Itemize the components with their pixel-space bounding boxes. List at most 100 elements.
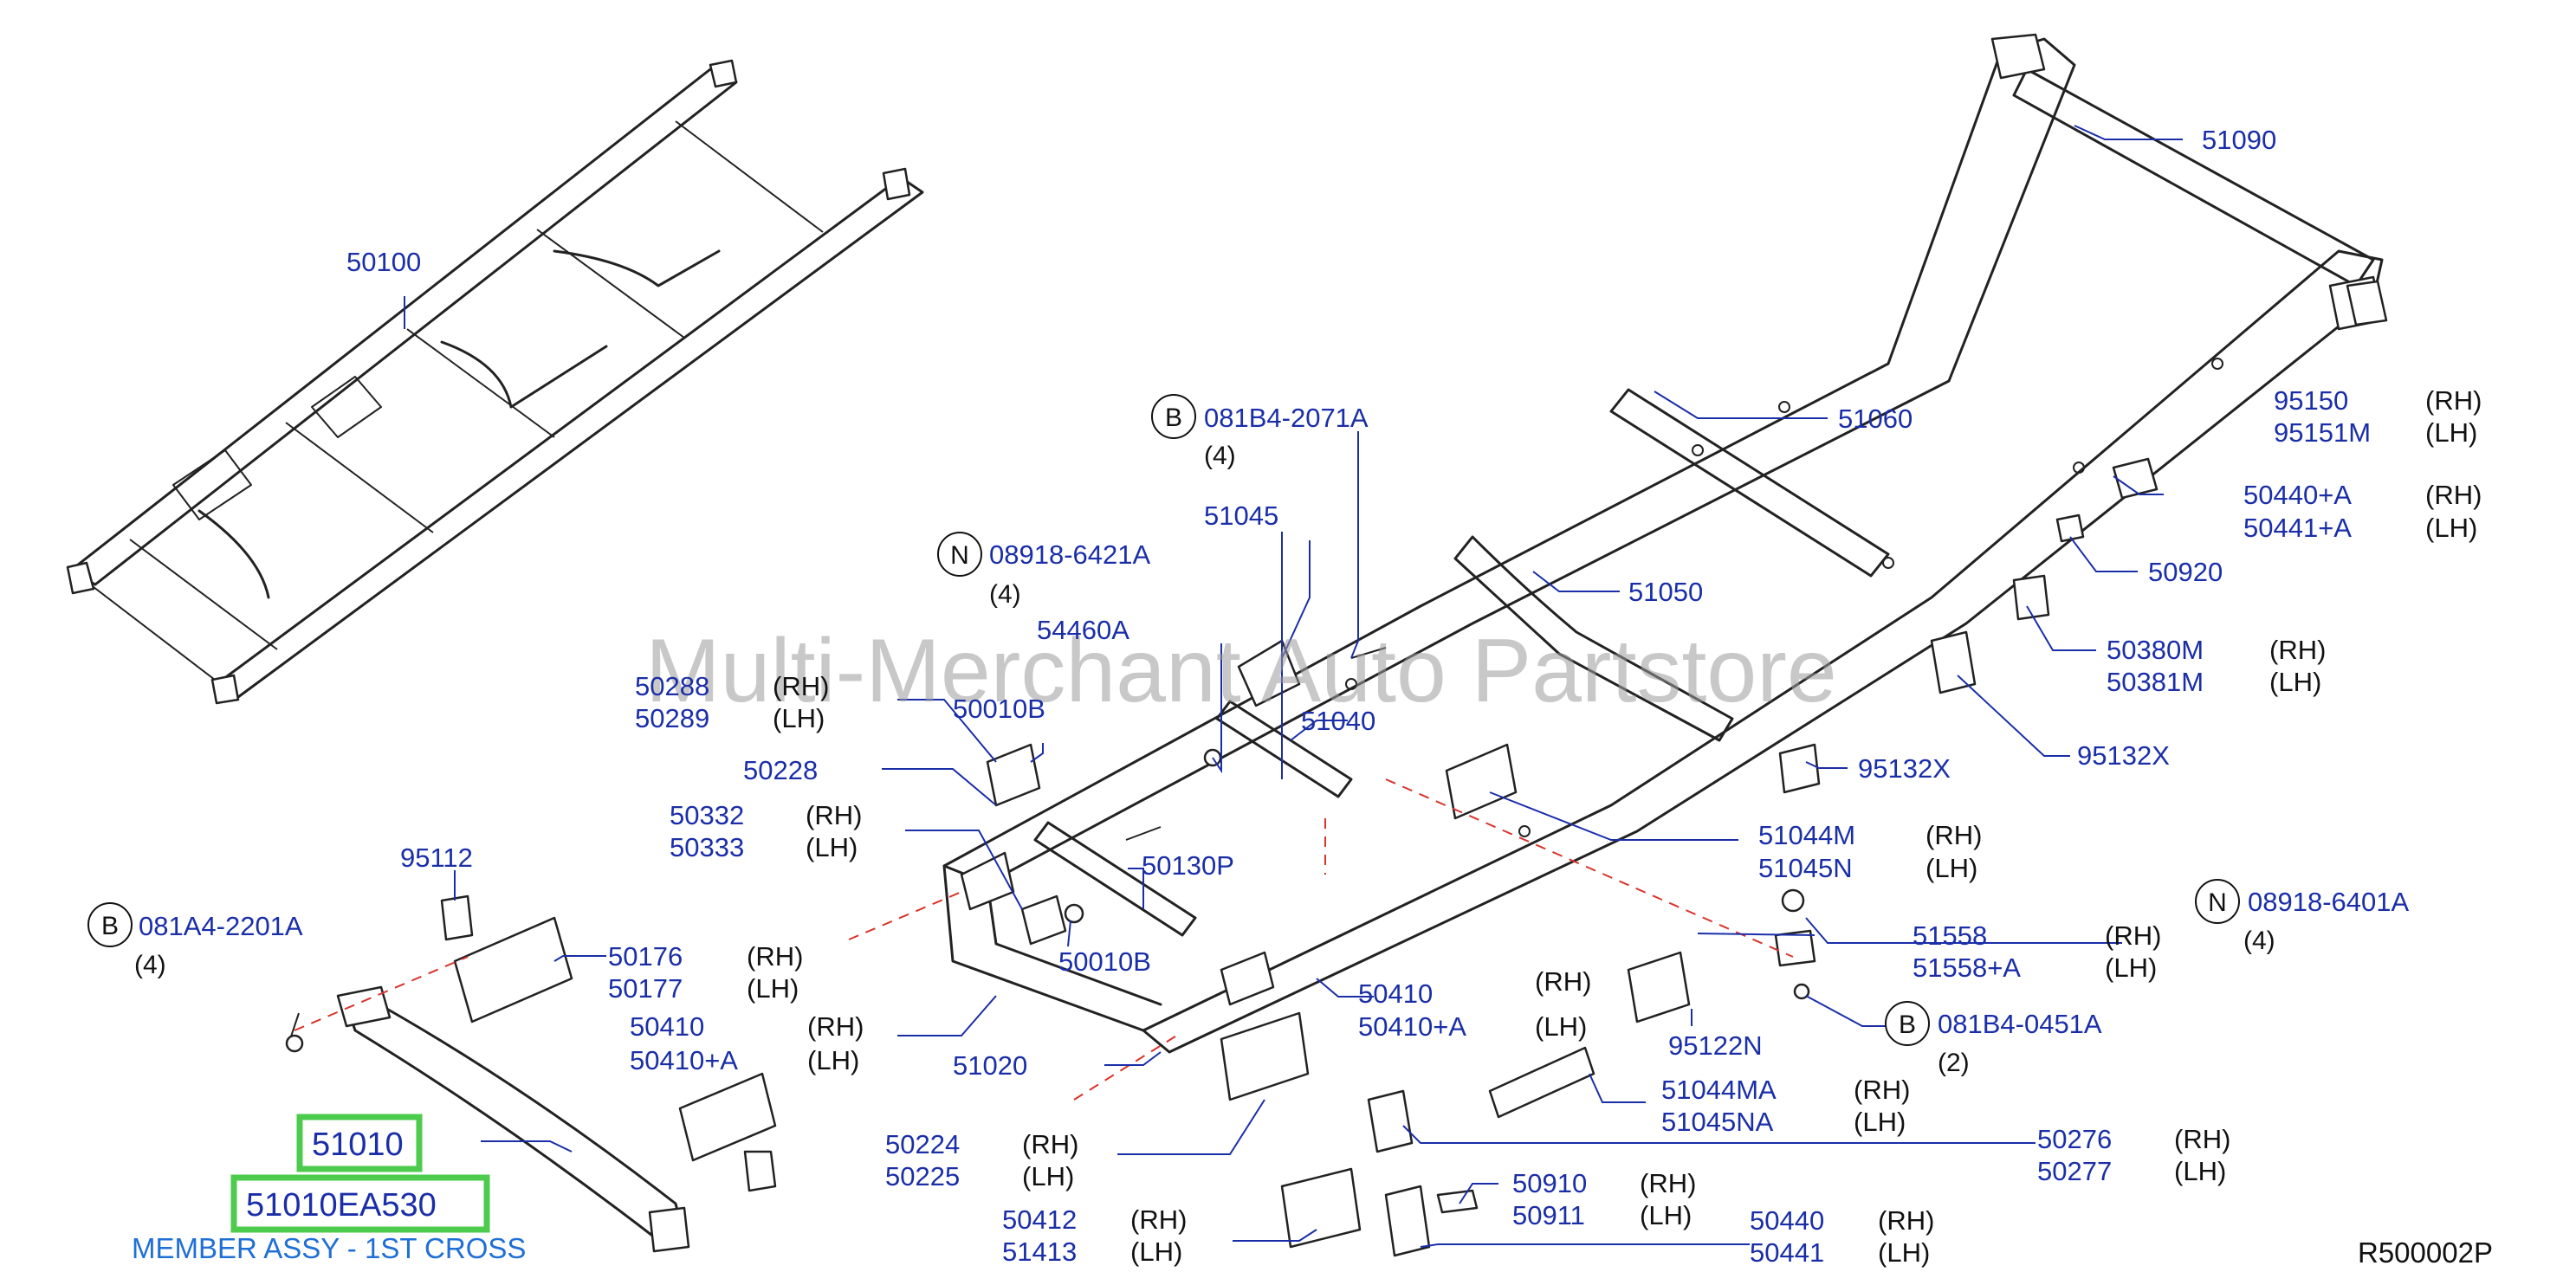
callout-50440a[interactable]: 50440+A [2243, 480, 2352, 510]
callout-50100[interactable]: 50100 [346, 247, 421, 277]
side-50289: (LH) [773, 703, 825, 733]
callout-50410a-mid[interactable]: 50410+A [1358, 1011, 1466, 1042]
part-callouts: 50100 51090 95150 (RH) 95151M (LH) 51060… [346, 125, 2482, 1268]
side-50412: (RH) [1130, 1204, 1187, 1235]
callout-51045n[interactable]: 51045N [1758, 853, 1853, 883]
callout-50410a-left[interactable]: 50410+A [630, 1045, 738, 1075]
side-50410a-mid: (LH) [1535, 1011, 1587, 1042]
callout-95150[interactable]: 95150 [2274, 385, 2348, 416]
callout-50010b-top[interactable]: 50010B [953, 694, 1045, 724]
fastener-n-08918-6421a[interactable]: N 08918-6421A (4) [937, 532, 1150, 609]
callout-51045na[interactable]: 51045NA [1661, 1107, 1774, 1137]
callout-51044ma[interactable]: 51044MA [1661, 1075, 1777, 1105]
callout-50010b-bottom[interactable]: 50010B [1058, 946, 1151, 977]
side-51044m: (RH) [1926, 820, 1982, 850]
fastener-number: 08918-6401A [2248, 887, 2409, 917]
overview-frame-drawing [66, 59, 924, 705]
fastener-number: 08918-6421A [989, 539, 1150, 570]
callout-50412[interactable]: 50412 [1002, 1204, 1077, 1235]
fastener-qty: (4) [989, 580, 1021, 609]
fastener-b-081a4-2201a[interactable]: B 081A4-2201A (4) [87, 902, 303, 979]
callout-50910[interactable]: 50910 [1512, 1168, 1587, 1198]
side-50410a-left: (LH) [807, 1045, 859, 1075]
callout-51558[interactable]: 51558 [1913, 920, 1987, 951]
callout-50410-mid[interactable]: 50410 [1358, 978, 1433, 1009]
fastener-badge-circle [87, 902, 133, 947]
callout-50289[interactable]: 50289 [635, 703, 709, 733]
callout-51060[interactable]: 51060 [1838, 404, 1913, 434]
callout-50441a[interactable]: 50441+A [2243, 513, 2352, 543]
side-50381m: (LH) [2269, 667, 2321, 697]
callout-50381m[interactable]: 50381M [2107, 667, 2204, 697]
side-51044ma: (RH) [1854, 1075, 1910, 1105]
callout-50276[interactable]: 50276 [2037, 1124, 2112, 1154]
fastener-number: 081B4-2071A [1204, 403, 1369, 433]
callout-50176[interactable]: 50176 [608, 941, 683, 972]
first-cross-member-drawing [285, 894, 777, 1253]
callout-50130p[interactable]: 50130P [1142, 850, 1234, 881]
callout-51040[interactable]: 51040 [1301, 706, 1375, 736]
callout-50277[interactable]: 50277 [2037, 1156, 2112, 1186]
callout-50440[interactable]: 50440 [1750, 1205, 1824, 1236]
fastener-qty: (4) [1204, 442, 1236, 470]
callout-51020[interactable]: 51020 [953, 1050, 1027, 1081]
callout-50380m[interactable]: 50380M [2107, 635, 2204, 665]
highlight-box-full-part-number [230, 1174, 490, 1233]
callout-51044m[interactable]: 51044M [1758, 820, 1855, 850]
callout-51045[interactable]: 51045 [1204, 500, 1278, 531]
callout-51090[interactable]: 51090 [2202, 125, 2276, 155]
highlighted-part[interactable]: 51010 51010EA530 MEMBER ASSY - 1ST CROSS [132, 1114, 526, 1264]
fastener-letter: B [1899, 1011, 1916, 1039]
callout-51050[interactable]: 51050 [1628, 577, 1703, 607]
fastener-badge-circle [1151, 394, 1196, 439]
side-51558: (RH) [2105, 920, 2161, 951]
fastener-letter: B [101, 912, 119, 940]
side-50440a: (RH) [2425, 480, 2482, 510]
side-51413: (LH) [1130, 1237, 1182, 1267]
callout-51558a[interactable]: 51558+A [1913, 952, 2021, 983]
side-50332: (RH) [806, 800, 862, 830]
fastener-b-081b4-2071a[interactable]: B 081B4-2071A (4) [1151, 394, 1369, 470]
callout-50911[interactable]: 50911 [1512, 1200, 1585, 1230]
callout-54460a[interactable]: 54460A [1037, 615, 1129, 645]
callout-95132x-right[interactable]: 95132X [2077, 740, 2170, 771]
side-50176: (RH) [747, 941, 803, 972]
fastener-letter: B [1165, 404, 1182, 432]
callout-50441[interactable]: 50441 [1750, 1237, 1824, 1268]
callout-50228[interactable]: 50228 [743, 755, 818, 785]
leader-lines [404, 125, 2183, 1248]
callout-50225[interactable]: 50225 [885, 1161, 960, 1191]
fastener-callouts: B 081B4-2071A (4) N 08918-6421A (4) B 08… [87, 394, 2409, 1077]
highlight-part-number[interactable]: 51010 [312, 1127, 404, 1163]
side-95151m: (LH) [2425, 417, 2477, 448]
fastener-badge-circle [1885, 1001, 1930, 1046]
fastener-number: 081A4-2201A [139, 911, 303, 941]
highlight-full-part-number[interactable]: 51010EA530 [246, 1187, 437, 1224]
callout-51413[interactable]: 51413 [1002, 1237, 1077, 1267]
side-95150: (RH) [2425, 385, 2482, 416]
callout-95151m[interactable]: 95151M [2274, 417, 2371, 448]
callout-50224[interactable]: 50224 [885, 1129, 960, 1159]
fastener-letter: N [2208, 888, 2227, 917]
side-50177: (LH) [747, 973, 799, 1004]
callout-50288[interactable]: 50288 [635, 671, 709, 701]
callout-95112[interactable]: 95112 [400, 843, 473, 873]
side-51558a: (LH) [2105, 952, 2157, 983]
small-parts-drawing [986, 280, 2388, 1257]
alignment-dashes [294, 778, 1794, 1101]
callout-50177[interactable]: 50177 [608, 973, 683, 1004]
side-50225: (LH) [1022, 1161, 1074, 1191]
callout-50920[interactable]: 50920 [2148, 557, 2223, 587]
watermark-text: Multi-Merchant Auto Partstore [645, 621, 1837, 721]
fastener-b-081b4-0451a[interactable]: B 081B4-0451A (2) [1885, 1001, 2102, 1077]
fastener-n-08918-6401a[interactable]: N 08918-6401A (4) [2195, 879, 2409, 955]
callout-50332[interactable]: 50332 [670, 800, 744, 830]
side-50288: (RH) [773, 671, 829, 701]
callout-95122n[interactable]: 95122N [1668, 1030, 1763, 1061]
callout-95132x-mid[interactable]: 95132X [1858, 753, 1951, 784]
callout-50410-left[interactable]: 50410 [630, 1011, 704, 1042]
side-50410-mid: (RH) [1535, 966, 1591, 997]
callout-50333[interactable]: 50333 [670, 832, 744, 862]
fastener-number: 081B4-0451A [1938, 1009, 2102, 1039]
